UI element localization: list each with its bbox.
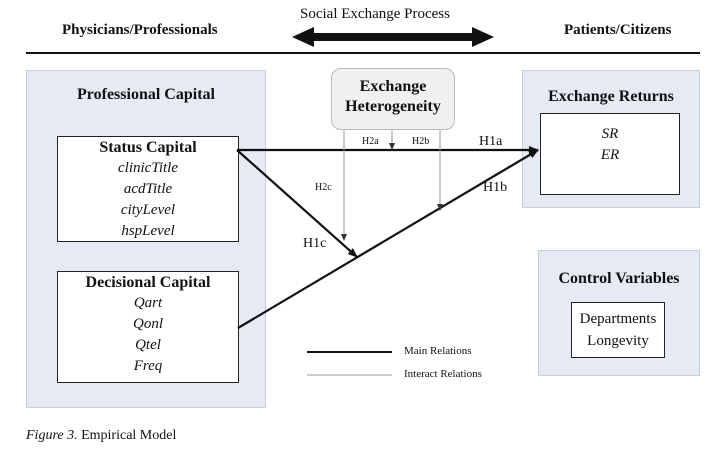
label-h2b: H2b	[412, 136, 430, 147]
status-capital-box: Status Capital clinicTitle acdTitle city…	[57, 136, 239, 242]
header-left-label: Physicians/Professionals	[62, 22, 218, 38]
header-center-label: Social Exchange Process	[300, 6, 450, 22]
label-h1a: H1a	[479, 134, 503, 149]
header-right-label: Patients/Citizens	[564, 22, 672, 38]
control-variables-box: Departments Longevity	[571, 302, 665, 358]
decisional-item-qtel: Qtel	[135, 337, 161, 353]
decisional-capital-box: Decisional Capital Qart Qonl Qtel Freq	[57, 271, 239, 383]
status-capital-title: Status Capital	[99, 139, 197, 156]
decisional-item-freq: Freq	[133, 358, 163, 374]
status-item-hsp-level: hspLevel	[121, 223, 175, 239]
heterogeneity-line1: Exchange	[359, 78, 427, 95]
status-item-city-level: cityLevel	[120, 202, 176, 218]
exchange-returns-box: SR ER	[540, 113, 680, 195]
caption-text: Empirical Model	[81, 428, 177, 443]
exchange-heterogeneity-box: Exchange Heterogeneity	[331, 68, 455, 130]
label-h2c: H2c	[315, 182, 332, 193]
figure-caption: Figure 3. Empirical Model	[26, 428, 176, 444]
label-h1b: H1b	[483, 180, 508, 195]
professional-capital-title: Professional Capital	[77, 86, 215, 103]
status-item-acd-title: acdTitle	[123, 181, 173, 197]
social-exchange-double-arrow	[292, 27, 494, 47]
h1b-arrow	[237, 149, 539, 329]
returns-item-sr: SR	[601, 126, 619, 142]
legend-interact-label: Interact Relations	[404, 368, 482, 380]
label-h1c: H1c	[303, 236, 327, 251]
status-item-clinic-title: clinicTitle	[118, 160, 178, 176]
control-variables-title: Control Variables	[558, 270, 680, 287]
decisional-capital-title: Decisional Capital	[85, 274, 211, 291]
returns-item-er: ER	[600, 147, 620, 163]
legend-main-label: Main Relations	[404, 345, 472, 357]
control-item-longevity: Longevity	[587, 333, 649, 349]
caption-label: Figure 3.	[26, 428, 78, 443]
label-h2a: H2a	[362, 136, 379, 147]
exchange-returns-title: Exchange Returns	[548, 88, 674, 105]
control-item-departments: Departments	[579, 311, 657, 327]
h1c-arrow	[236, 149, 358, 258]
decisional-item-qart: Qart	[133, 295, 163, 311]
decisional-item-qonl: Qonl	[133, 316, 163, 332]
heterogeneity-line2: Heterogeneity	[345, 98, 441, 115]
